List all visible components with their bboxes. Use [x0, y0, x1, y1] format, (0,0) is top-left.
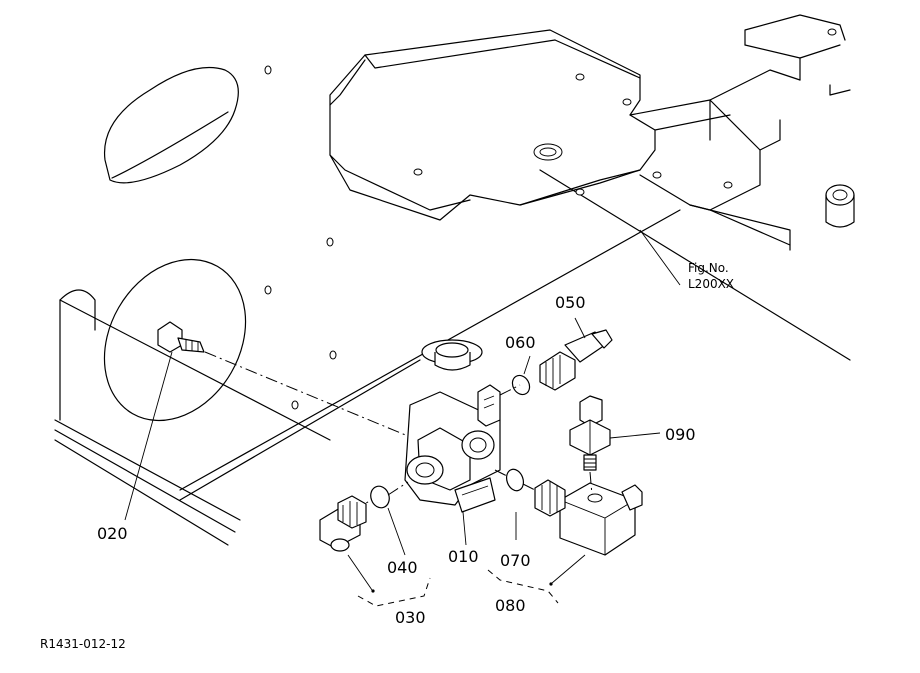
frame-structure	[54, 14, 855, 546]
drawing-code: R1431-012-12	[40, 637, 126, 651]
part-080-oring	[494, 468, 536, 540]
part-label-070: 080	[495, 596, 526, 615]
part-020-fitting	[157, 321, 491, 471]
group-bracket-030	[357, 577, 431, 607]
part-090-pressure-sensor	[569, 395, 661, 496]
part-label-010: 010	[448, 547, 479, 566]
figure-ref-label: Fig.No.	[688, 261, 729, 275]
part-label-040: 040	[387, 558, 418, 577]
part-label-030: 030	[395, 608, 426, 627]
part-label-060: 060	[505, 333, 536, 352]
part-label-080: 070	[500, 551, 531, 570]
part-060-oring	[511, 355, 531, 396]
part-label-090: 090	[665, 425, 696, 444]
figure-ref-code: L200XX	[688, 277, 734, 291]
part-050-fitting	[539, 317, 613, 391]
figure-reference: Fig.No. L200XX	[688, 261, 734, 291]
part-label-020: 020	[97, 524, 128, 543]
part-label-050: 050	[555, 293, 586, 312]
leader-lines	[124, 229, 681, 556]
part-070-adapter-block	[534, 479, 643, 586]
part-030-elbow-fitting	[319, 495, 375, 593]
part-010-valve-block	[404, 339, 521, 513]
part-labels: 050 060 090 020 010 040 070 030 080	[97, 293, 696, 627]
